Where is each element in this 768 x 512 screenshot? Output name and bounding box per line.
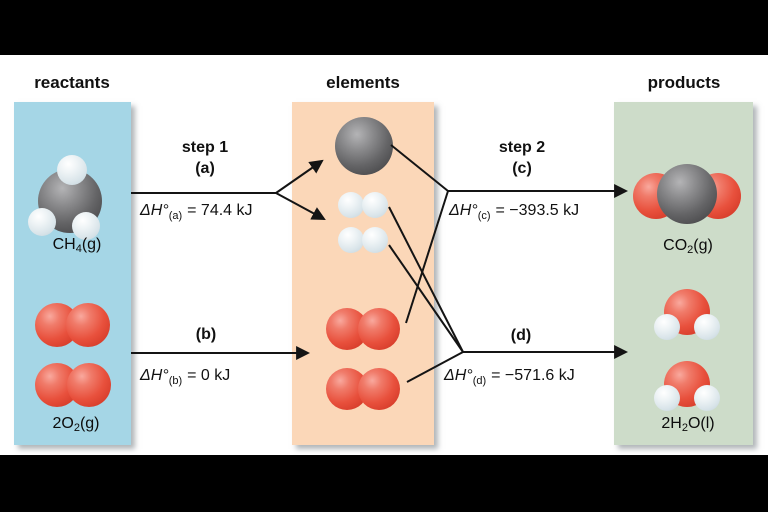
step1-tag: (a): [195, 160, 215, 177]
oxygen-molecule1-atom2: [66, 303, 110, 347]
hydrogen-molecule2-atom2: [362, 227, 388, 253]
step2-tag: (c): [512, 160, 532, 177]
oxygen-molecule2-atom2: [67, 363, 111, 407]
methane-hydrogen-atom-top: [57, 155, 87, 185]
enthalpy-b: ΔH°(b) = 0 kJ: [140, 367, 230, 387]
water2-hydrogen-atom-left: [654, 385, 680, 411]
enthalpy-c-subscript: (c): [477, 210, 491, 222]
step1-title: step 1: [181, 139, 229, 156]
stepb-tag: (b): [195, 326, 217, 343]
step2-label-block: step 2 (c): [462, 137, 582, 179]
enthalpy-a-symbol: ΔH°: [140, 202, 169, 219]
water1-hydrogen-atom-right: [694, 314, 720, 340]
water2-hydrogen-atom-right: [694, 385, 720, 411]
elements-header: elements: [326, 73, 400, 92]
oxygen-element-molecule2-atom2: [358, 368, 400, 410]
water-label: 2H2O(l): [638, 415, 738, 434]
oxygen-reactant-label: 2O2(g): [26, 415, 126, 434]
enthalpy-c: ΔH°(c) = −393.5 kJ: [449, 202, 579, 222]
methane-formula: CH: [52, 236, 76, 253]
oxygen-element-molecule1-atom2: [358, 308, 400, 350]
methane-subscript: 4: [75, 243, 82, 255]
hydrogen-molecule2-atom1: [338, 227, 364, 253]
co2-formula: CO: [663, 237, 688, 254]
enthalpy-a-value: = 74.4 kJ: [187, 202, 253, 219]
methane-state: (g): [81, 236, 102, 253]
diagram-canvas: reactants elements products CH4(g) 2O2(g…: [0, 55, 768, 455]
oxygen-state: (g): [79, 415, 100, 432]
enthalpy-b-subscript: (b): [168, 375, 183, 387]
stepd-tag: (d): [510, 327, 532, 344]
enthalpy-c-value: = −393.5 kJ: [495, 202, 580, 219]
co2-carbon-atom: [657, 164, 717, 224]
water1-hydrogen-atom-left: [654, 314, 680, 340]
step2-title: step 2: [498, 139, 546, 156]
enthalpy-c-symbol: ΔH°: [449, 202, 478, 219]
enthalpy-a: ΔH°(a) = 74.4 kJ: [140, 202, 253, 222]
enthalpy-d-subscript: (d): [472, 375, 487, 387]
oxygen-formula: 2O: [52, 415, 74, 432]
enthalpy-d: ΔH°(d) = −571.6 kJ: [444, 367, 575, 387]
water-state: O(l): [687, 415, 715, 432]
co2-subscript: 2: [687, 244, 694, 256]
water-formula: 2H: [661, 415, 682, 432]
enthalpy-d-symbol: ΔH°: [444, 367, 473, 384]
enthalpy-d-value: = −571.6 kJ: [491, 367, 575, 384]
hydrogen-molecule1-atom1: [338, 192, 364, 218]
step1-label-block: step 1 (a): [145, 137, 265, 179]
oxygen-subscript: 2: [73, 422, 80, 434]
methane-hydrogen-atom-bottom: [72, 212, 100, 240]
hydrogen-molecule1-atom2: [362, 192, 388, 218]
enthalpy-a-subscript: (a): [168, 210, 183, 222]
methane-hydrogen-atom-left: [28, 208, 56, 236]
enthalpy-b-symbol: ΔH°: [140, 367, 169, 384]
co2-state: (g): [693, 237, 713, 254]
reactants-header: reactants: [34, 73, 110, 92]
stepd-label-block: (d): [461, 325, 581, 346]
enthalpy-b-value: = 0 kJ: [187, 367, 231, 384]
carbon-element-atom: [335, 117, 393, 175]
water-subscript: 2: [681, 422, 688, 434]
products-header: products: [647, 73, 721, 92]
carbon-dioxide-label: CO2(g): [638, 237, 738, 256]
methane-label: CH4(g): [27, 236, 127, 255]
stepb-label-block: (b): [146, 324, 266, 345]
